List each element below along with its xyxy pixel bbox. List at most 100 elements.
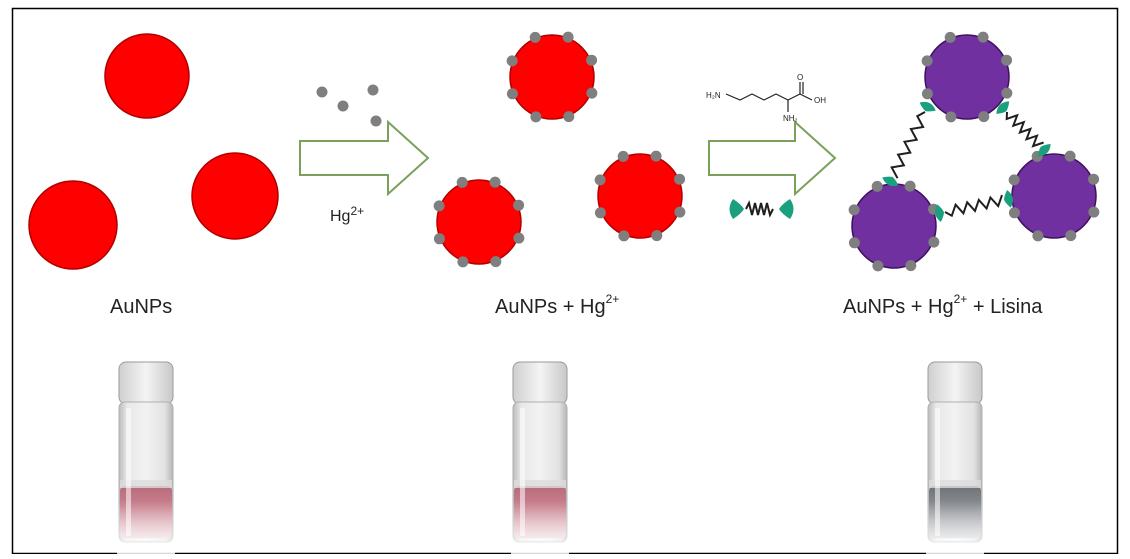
label-aunps-hg-charge: 2+ xyxy=(605,292,620,306)
vial-highlight xyxy=(935,408,940,536)
mercury-ion-dot xyxy=(456,176,468,188)
mercury-ion-dot xyxy=(586,54,598,66)
label-aunps: AuNPs xyxy=(110,296,172,319)
lysine-structure xyxy=(725,82,813,112)
mercury-ion-dot xyxy=(529,31,541,43)
mercury-ion-dot xyxy=(921,88,933,100)
gold-nanoparticle xyxy=(104,33,190,119)
crescent-icon xyxy=(729,199,744,219)
label-aunps-hg-lisina-charge: 2+ xyxy=(953,292,968,306)
mercury-ion-dot xyxy=(489,176,501,188)
mercury-ion-dot xyxy=(871,180,883,192)
mercury-ion-dot xyxy=(563,111,575,123)
label-hg-arrow: Hg2+ xyxy=(330,204,364,226)
lysine-hydroxyl-label: OH xyxy=(814,96,826,105)
vial-highlight xyxy=(520,408,525,536)
mercury-ion-dot xyxy=(872,260,884,272)
lysine-chain xyxy=(725,93,801,101)
mercury-ion-dot xyxy=(370,115,382,127)
mercury-ion-dot xyxy=(650,150,662,162)
gold-nanoparticle xyxy=(28,180,118,270)
linker-wave xyxy=(944,194,1003,218)
vial-highlight xyxy=(126,408,131,536)
vial-fade xyxy=(926,500,984,554)
nanoparticle xyxy=(509,34,595,120)
gold-nanoparticle xyxy=(191,152,279,240)
mercury-ion-dot xyxy=(904,180,916,192)
nanoparticle xyxy=(851,183,937,269)
nanoparticle xyxy=(436,179,522,265)
crescent xyxy=(934,204,944,223)
nanoparticle xyxy=(1011,153,1097,239)
mercury-ion-dot xyxy=(674,173,686,185)
label-hg-charge: 2+ xyxy=(350,204,365,218)
lysine-amine-label: H₂N xyxy=(706,91,721,100)
crescent xyxy=(882,176,899,187)
mercury-ion-dot xyxy=(513,199,525,211)
vial-meniscus xyxy=(929,480,981,488)
mercury-ion-dot xyxy=(367,84,379,96)
mercury-ion-dot xyxy=(506,88,518,100)
lysine-linker-symbol xyxy=(729,199,794,219)
vial-aunps-hg-lisina xyxy=(926,361,984,554)
mercury-ion-dot xyxy=(490,256,502,268)
mercury-ion-dot xyxy=(594,174,606,186)
mercury-ion-dot xyxy=(905,260,917,272)
mercury-ions xyxy=(316,84,382,127)
mercury-ion-dot xyxy=(1032,230,1044,242)
nanoparticle xyxy=(924,34,1010,120)
mercury-ion-dot xyxy=(562,31,574,43)
mercury-ion-dot xyxy=(651,230,663,242)
linker-wave xyxy=(890,111,926,179)
mercury-ion-dot xyxy=(945,111,957,123)
linker-wave-icon xyxy=(745,200,774,218)
crescent xyxy=(1037,144,1051,157)
mercury-ion-dot xyxy=(433,233,445,245)
mercury-ion-dot xyxy=(506,55,518,67)
label-aunps-hg-lisina-text: AuNPs + Hg xyxy=(843,296,954,318)
crescent xyxy=(919,101,936,112)
vial-aunps xyxy=(117,361,175,554)
mercury-ion-dot xyxy=(433,200,445,212)
crescent-icon xyxy=(779,199,794,219)
crescent xyxy=(996,101,1010,114)
vial-cap xyxy=(512,361,568,405)
vial-fade xyxy=(511,500,569,554)
mercury-ion-dot xyxy=(674,206,686,218)
label-aunps-hg-lisina: AuNPs + Hg2+ + Lisina xyxy=(843,292,1043,319)
mercury-ion-dot xyxy=(617,150,629,162)
mercury-ion-dot xyxy=(1064,150,1076,162)
mercury-ion-dot xyxy=(1008,174,1020,186)
lysine-carbonyl-label: O xyxy=(797,73,803,82)
mercury-ion-dot xyxy=(594,207,606,219)
label-aunps-text: AuNPs xyxy=(110,296,173,318)
nanoparticle xyxy=(597,153,683,239)
mercury-ion-dot xyxy=(848,204,860,216)
label-lisina-text: + Lisina xyxy=(967,296,1043,318)
vial-aunps-hg xyxy=(511,361,569,554)
mercury-ion-dot xyxy=(977,31,989,43)
lysine-bridges xyxy=(882,101,1051,223)
label-hg-text: Hg xyxy=(330,208,351,225)
mercury-ion-dot xyxy=(921,55,933,67)
vial-fade xyxy=(117,500,175,554)
mercury-ion-dot xyxy=(848,237,860,249)
mercury-ion-dot xyxy=(1001,87,1013,99)
mercury-ion-dot xyxy=(928,236,940,248)
mercury-ion-dot xyxy=(586,87,598,99)
mercury-ion-dot xyxy=(530,111,542,123)
label-aunps-hg-text: AuNPs + Hg xyxy=(495,296,606,318)
mercury-ion-dot xyxy=(1088,206,1100,218)
vial-meniscus xyxy=(514,480,566,488)
aggregated-nanoparticles xyxy=(848,31,1100,272)
mercury-ion-dot xyxy=(618,230,630,242)
reaction-arrow-1 xyxy=(299,119,430,197)
linker-wave xyxy=(1005,111,1044,148)
mercury-ion-dot xyxy=(457,256,469,268)
mercury-ion-dot xyxy=(978,111,990,123)
hg-coated-nanoparticles xyxy=(433,31,686,268)
vial-cap xyxy=(927,361,983,405)
crescent xyxy=(1004,189,1014,208)
carboxyl-bond xyxy=(799,93,813,101)
